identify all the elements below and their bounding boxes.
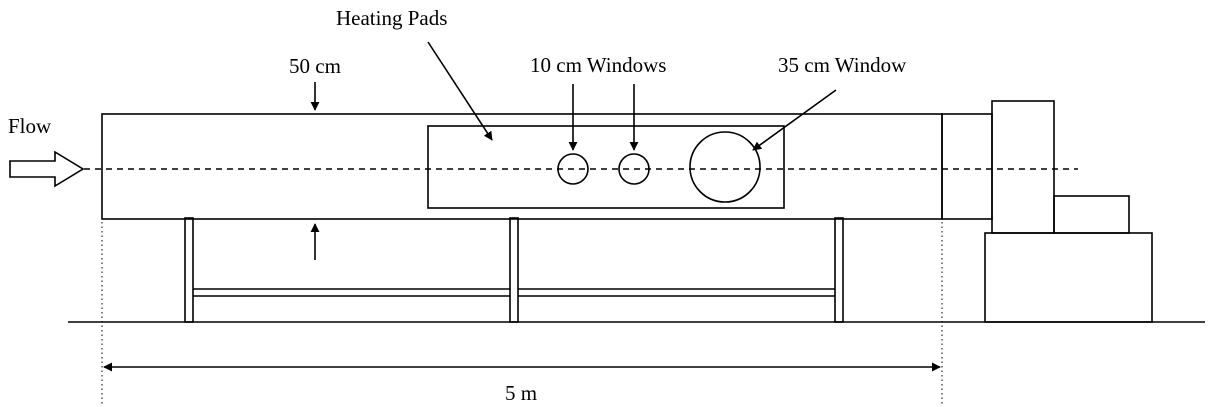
fan-assembly — [941, 100, 1153, 323]
heating-pads-panel — [427, 125, 785, 209]
section-height-label: 50 cm — [289, 54, 341, 78]
heating-pads-label: Heating Pads — [336, 6, 447, 30]
tunnel-section — [101, 113, 943, 220]
support-stand — [184, 217, 844, 323]
flow-arrow-icon — [9, 150, 85, 188]
large-window-pointer-arrow — [752, 89, 837, 151]
large-window-label: 35 cm Window — [778, 53, 907, 77]
heating-pads-pointer-arrow — [427, 41, 493, 141]
small-windows-label: 10 cm Windows — [530, 53, 666, 77]
large-window — [689, 131, 761, 203]
flow-label: Flow — [8, 114, 52, 138]
length-label: 5 m — [505, 381, 537, 405]
